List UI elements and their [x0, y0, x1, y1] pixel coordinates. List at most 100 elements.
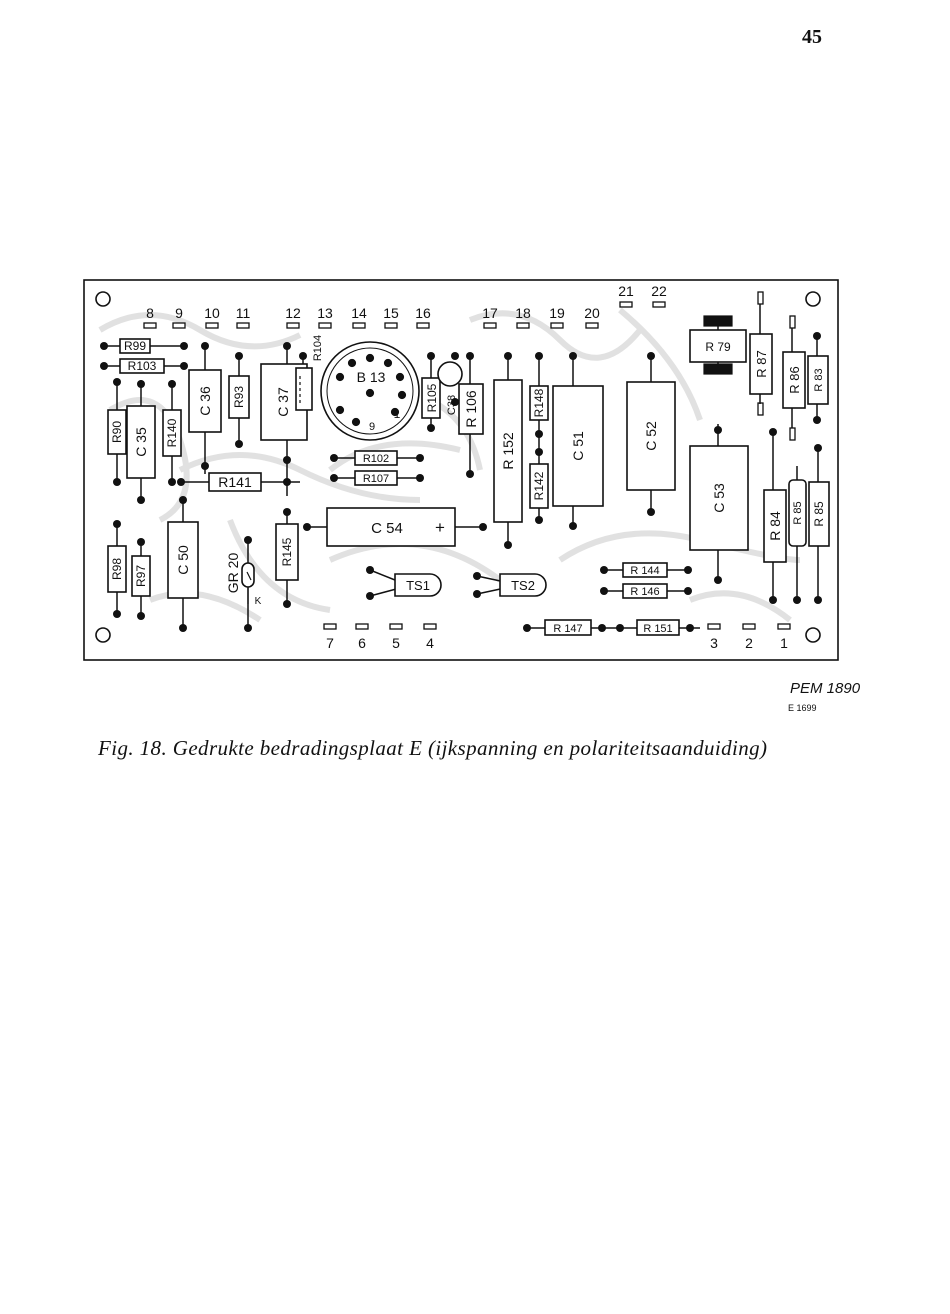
r106-body	[458, 383, 484, 435]
r146-body	[622, 583, 668, 599]
r104-body	[295, 367, 313, 411]
drawing-subcode: E 1699	[788, 703, 817, 713]
r140-body	[162, 409, 182, 457]
component-labels: R99 R103 R90 C 35 R140 C 36 R93 C 37 R10…	[110, 335, 826, 635]
c54-body	[326, 507, 456, 547]
r141-body	[208, 472, 262, 492]
label-r147: R 147	[553, 623, 582, 635]
mounting-hole	[805, 291, 821, 307]
r98-body	[107, 545, 127, 593]
label-r148: R148	[532, 388, 546, 417]
r144-body	[622, 562, 668, 578]
c51-body	[552, 385, 604, 507]
c38-body	[437, 361, 463, 387]
label-r141: R141	[218, 474, 252, 490]
label-gr20-cathode: K	[255, 596, 262, 607]
page-number: 45	[802, 26, 822, 48]
label-c54: C 54	[371, 520, 403, 537]
terminal-label: 18	[515, 305, 531, 321]
label-c53: C 53	[711, 483, 727, 513]
terminal-label: 7	[326, 635, 334, 651]
r142-body	[529, 463, 549, 509]
label-c36: C 36	[197, 386, 213, 416]
r85a-body	[788, 479, 807, 547]
ts2-body	[499, 573, 547, 597]
terminal-label: 9	[175, 305, 183, 321]
mounting-hole	[805, 627, 821, 643]
terminal-label: 16	[415, 305, 431, 321]
label-r152: R 152	[500, 432, 516, 470]
figure-caption: Fig. 18. Gedrukte bedradingsplaat E (ijk…	[98, 736, 768, 760]
r90-body	[107, 409, 127, 455]
terminal-label: 6	[358, 635, 366, 651]
r103-body	[119, 358, 165, 374]
label-r151: R 151	[643, 623, 672, 635]
r105-body	[421, 377, 441, 419]
label-c50: C 50	[175, 545, 191, 575]
r93-body	[228, 375, 250, 419]
drawing-code: PEM 1890	[790, 680, 861, 697]
terminal-label: 19	[549, 305, 565, 321]
label-r145: R145	[280, 537, 294, 566]
label-r99: R99	[124, 339, 146, 353]
r97-body	[131, 555, 151, 597]
terminal-label: 8	[146, 305, 154, 321]
label-b13: B 13	[357, 369, 386, 385]
r79-body	[689, 329, 747, 363]
c36-body	[188, 369, 222, 433]
label-c54-polarity: +	[435, 518, 445, 537]
mounting-hole	[95, 291, 111, 307]
terminal-tabs	[143, 291, 796, 630]
terminal-label: 4	[426, 635, 434, 651]
r85b-body	[808, 481, 830, 547]
label-r140: R140	[165, 418, 179, 447]
label-r106: R 106	[463, 390, 479, 428]
label-r98: R98	[110, 558, 124, 580]
board-outline	[83, 279, 839, 661]
label-r83: R 83	[813, 368, 825, 391]
label-r107: R107	[363, 473, 389, 485]
label-r97: R97	[134, 565, 148, 587]
label-c52: C 52	[643, 421, 659, 451]
label-r146: R 146	[630, 586, 659, 598]
terminal-label: 15	[383, 305, 399, 321]
terminal-label: 5	[392, 635, 400, 651]
r147-body	[544, 619, 592, 636]
label-r144: R 144	[630, 565, 659, 577]
label-gr20: GR 20	[225, 553, 241, 594]
r86-body	[782, 351, 806, 409]
label-r93: R93	[232, 386, 246, 408]
label-r90: R90	[110, 421, 124, 443]
r87-body	[749, 333, 773, 395]
label-r87: R 87	[754, 350, 769, 377]
label-r142: R142	[532, 471, 546, 500]
label-tube-pin-1: 1	[394, 407, 401, 421]
component-bodies	[107, 329, 830, 636]
terminal-labels: 8 9 10 11 12 13 14 15 16 17 18 19 20 21 …	[146, 283, 788, 651]
mounting-hole	[95, 627, 111, 643]
terminal-label: 12	[285, 305, 301, 321]
label-r79: R 79	[705, 340, 731, 354]
c35-body	[126, 405, 156, 479]
label-c51: C 51	[570, 431, 586, 461]
label-r86: R 86	[787, 366, 802, 393]
label-r84: R 84	[767, 511, 783, 541]
mounting-holes	[95, 291, 821, 643]
label-c37: C 37	[275, 387, 291, 417]
r148-body	[529, 385, 549, 421]
label-r102: R102	[363, 453, 389, 465]
terminal-label: 21	[618, 283, 634, 299]
terminal-label: 22	[651, 283, 667, 299]
terminal-label: 10	[204, 305, 220, 321]
label-tube-pin-9: 9	[369, 421, 375, 433]
r99-body	[119, 338, 151, 354]
r83-body	[807, 355, 829, 405]
label-ts1: TS1	[406, 578, 430, 593]
label-r104: R104	[312, 335, 324, 361]
ts1-body	[394, 573, 442, 597]
r152-body	[493, 379, 523, 523]
label-c38: C38	[446, 395, 458, 415]
terminal-label: 1	[780, 635, 788, 651]
label-r85a: R 85	[792, 501, 804, 524]
